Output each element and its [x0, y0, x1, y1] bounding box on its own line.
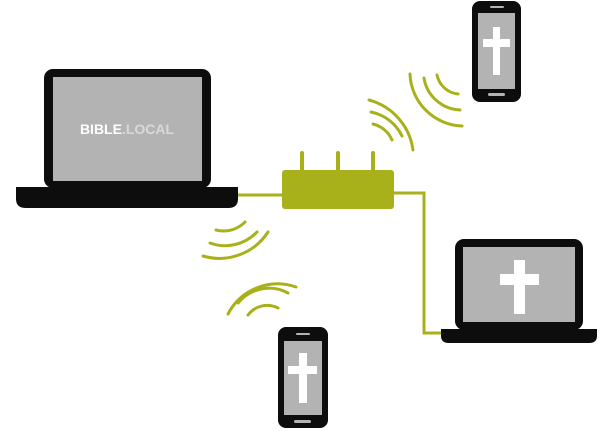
wifi-signal-icon — [226, 282, 298, 317]
cross-icon — [500, 260, 539, 314]
cable-router-to-client-laptop — [394, 191, 446, 335]
server-laptop-base — [16, 187, 238, 208]
phone-bottom — [278, 327, 328, 428]
wifi-signal-icon — [201, 220, 270, 260]
router-icon — [282, 170, 394, 209]
phone-top — [472, 1, 521, 102]
client-laptop — [441, 239, 597, 343]
phone-speaker — [490, 6, 504, 8]
server-label-primary: BIBLE — [80, 121, 122, 137]
wifi-signal-icon — [408, 72, 464, 128]
router — [282, 151, 394, 209]
phone-home-button — [488, 93, 505, 96]
client-laptop-base — [441, 329, 597, 343]
phone-home-button — [294, 420, 311, 423]
cross-icon — [288, 353, 317, 403]
wifi-signal-icon — [367, 98, 415, 152]
server-label-secondary: .LOCAL — [122, 121, 175, 137]
wifi-signals — [201, 72, 464, 317]
server-label: BIBLE.LOCAL — [80, 121, 175, 137]
router-antennas — [300, 151, 375, 174]
phone-speaker — [296, 333, 310, 335]
server-laptop-screen — [53, 77, 202, 181]
network-cables — [236, 191, 446, 335]
server-laptop: BIBLE.LOCAL — [16, 69, 238, 208]
cross-icon — [483, 27, 510, 75]
